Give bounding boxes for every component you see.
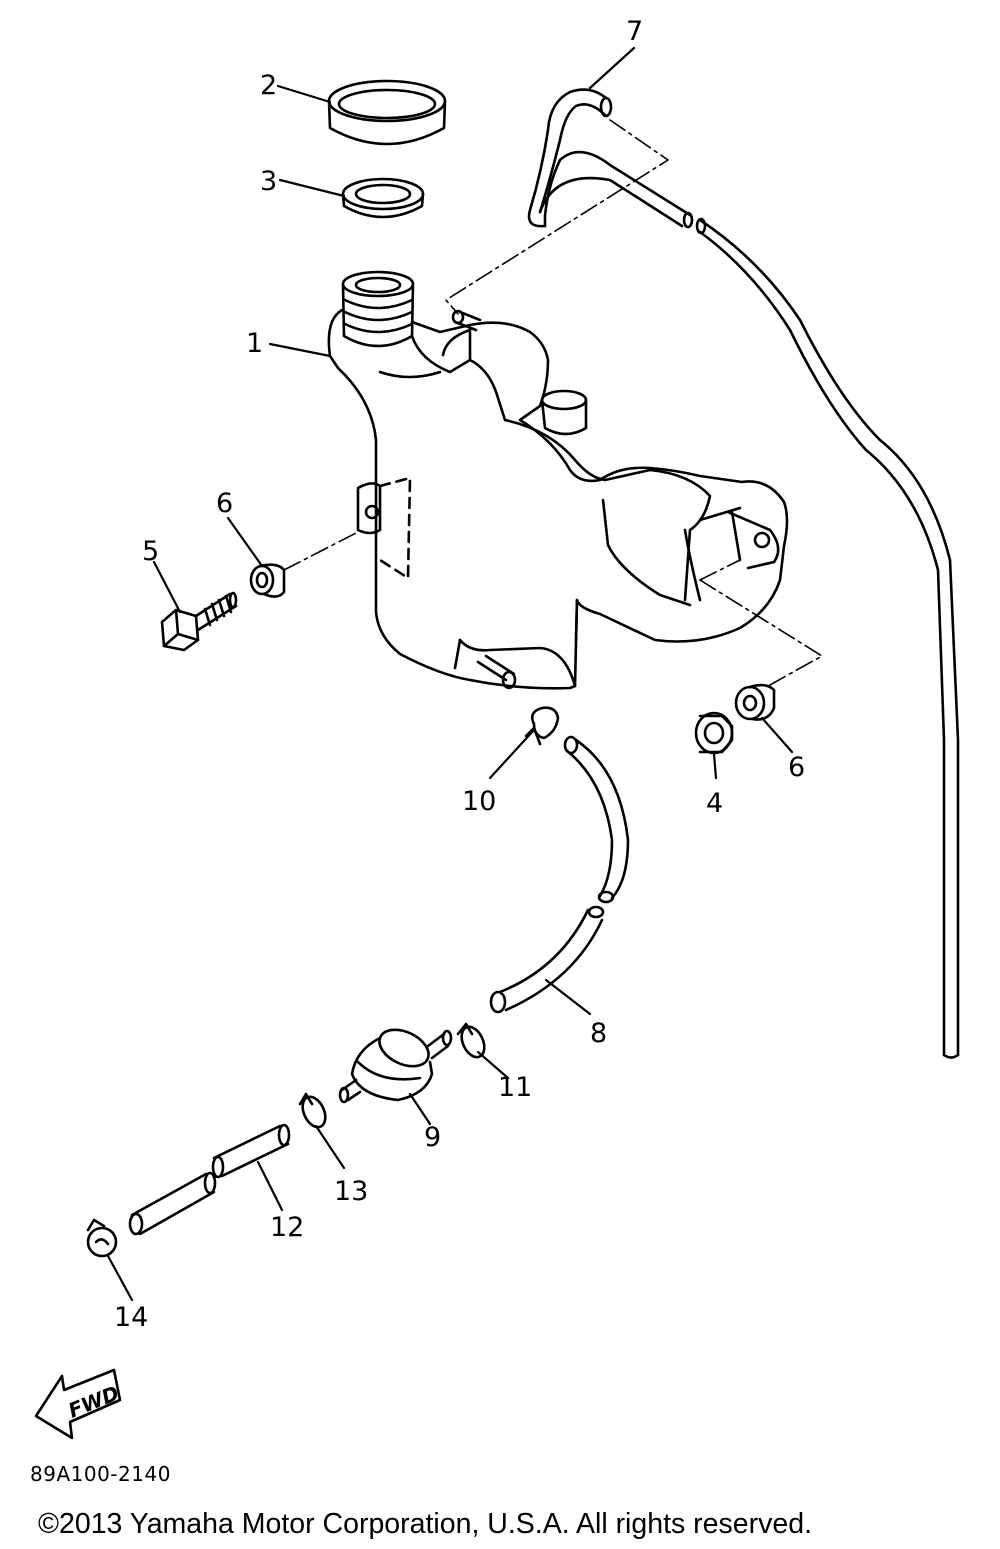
clamp-14 — [86, 1218, 118, 1258]
oil-filter — [338, 1028, 453, 1104]
callout-11: 11 — [498, 1072, 532, 1103]
oil-tank — [327, 270, 789, 690]
clamp-10 — [524, 706, 560, 746]
fwd-arrow-icon — [34, 1368, 122, 1440]
oil-hose — [489, 735, 630, 1014]
copyright-notice: ©2013 Yamaha Motor Corporation, U.S.A. A… — [38, 1508, 812, 1540]
reference-code: 89A100-2140 — [30, 1462, 171, 1486]
callout-12: 12 — [270, 1212, 304, 1243]
callout-8: 8 — [590, 1018, 607, 1049]
collar-left — [249, 563, 286, 598]
callout-4: 4 — [706, 788, 723, 819]
breather-hose — [527, 88, 960, 1059]
collar-right — [734, 683, 776, 721]
clip-13 — [298, 1092, 327, 1129]
callout-14: 14 — [114, 1302, 148, 1333]
callout-9: 9 — [424, 1122, 441, 1153]
callout-6-right: 6 — [788, 752, 805, 783]
callout-5: 5 — [142, 536, 159, 567]
callout-10: 10 — [462, 786, 496, 817]
callout-2: 2 — [260, 70, 277, 101]
callout-13: 13 — [334, 1176, 368, 1207]
callout-7: 7 — [626, 16, 643, 47]
clip-11 — [456, 1022, 486, 1059]
hose-12 — [128, 1123, 291, 1236]
leader-lines — [106, 46, 794, 1302]
gasket — [341, 177, 425, 219]
grommet — [694, 711, 734, 755]
bolt — [160, 591, 238, 652]
callout-1: 1 — [246, 328, 263, 359]
assembly-lines — [283, 119, 823, 687]
tank-cap — [327, 79, 447, 146]
callout-6-left: 6 — [216, 488, 233, 519]
callout-3: 3 — [260, 166, 277, 197]
